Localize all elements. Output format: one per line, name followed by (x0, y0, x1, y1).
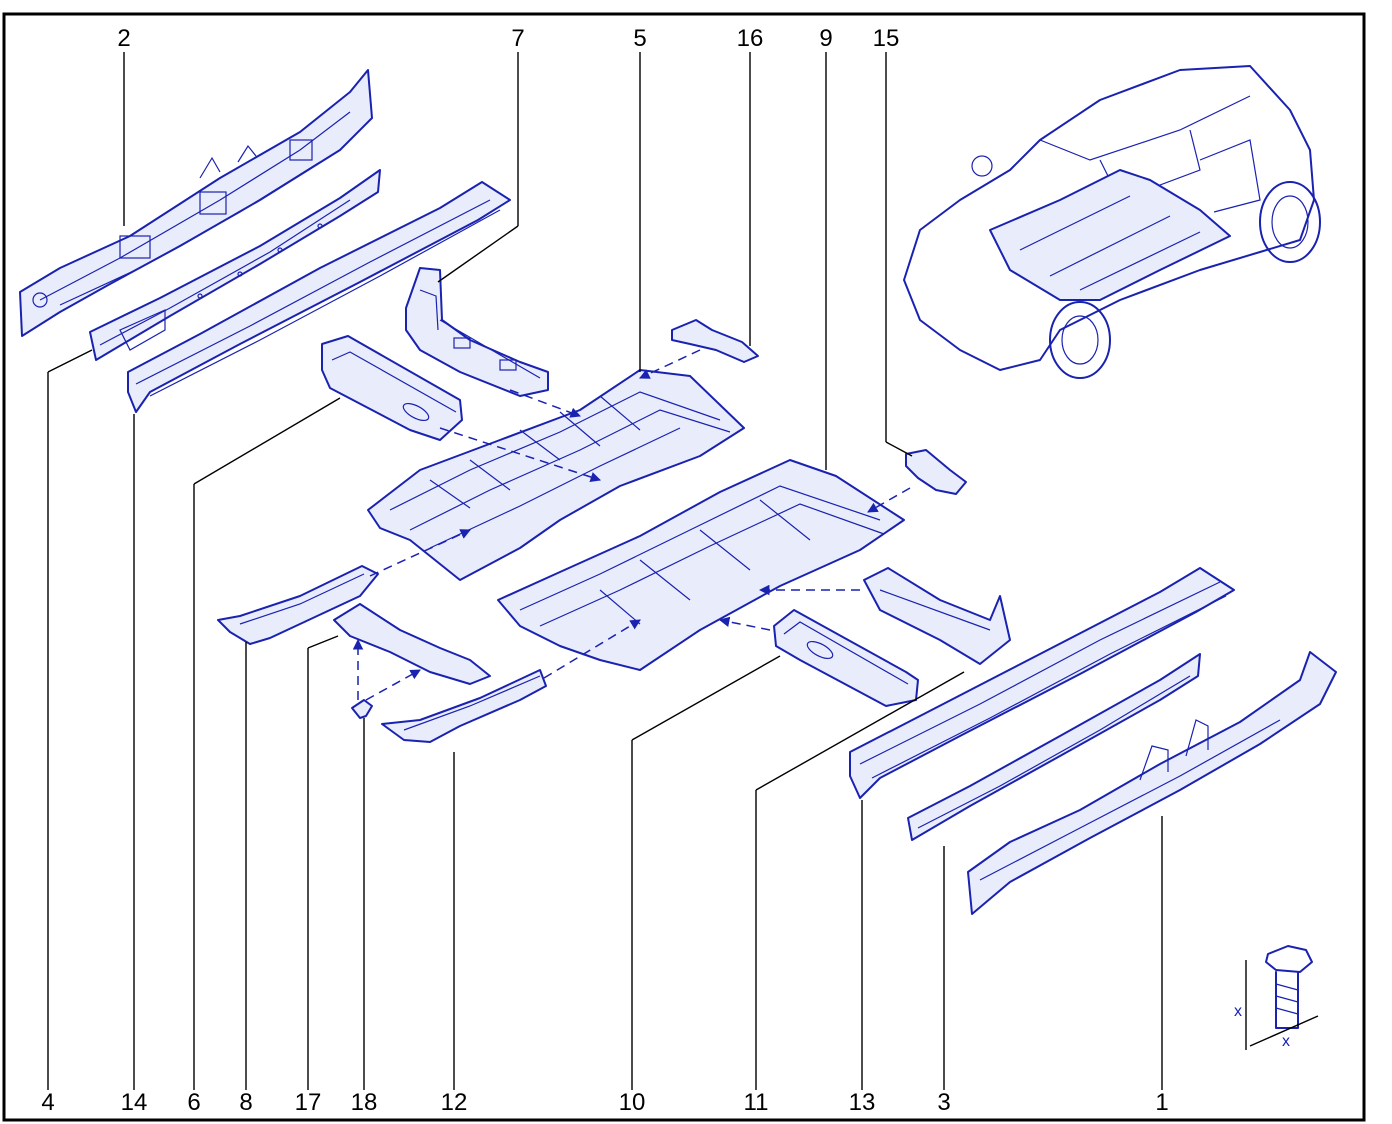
part-14-sill-outer-left (127, 181, 511, 413)
callout-17: 17 (295, 1089, 322, 1116)
callout-10: 10 (619, 1089, 646, 1116)
callout-12: 12 (441, 1089, 468, 1116)
dimension-label-horizontal: x (1282, 1033, 1290, 1050)
callout-15: 15 (873, 25, 900, 52)
callouts-bottom: 4 14 6 8 17 18 12 10 11 13 3 1 (41, 349, 1169, 1116)
part-16-bracket (671, 319, 759, 363)
part-17-tunnel-bracket (333, 603, 491, 685)
part-11-rear-side-member (863, 567, 1011, 665)
part-2-side-member-left (19, 69, 373, 337)
part-10-rear-cross-member (773, 609, 919, 707)
callout-2: 2 (117, 25, 130, 52)
callout-18: 18 (351, 1089, 378, 1116)
callout-3: 3 (937, 1089, 950, 1116)
callout-7: 7 (511, 25, 524, 52)
part-7-front-cross-member (405, 267, 549, 397)
part-9-rear-floor-panel (497, 459, 905, 671)
callout-1: 1 (1155, 1089, 1168, 1116)
car-location-illustration (903, 65, 1321, 379)
assembly-arrows (352, 349, 911, 701)
part-12-floor-sill-right (381, 669, 547, 743)
part-3-sill-reinforcement-right (907, 653, 1201, 841)
callout-9: 9 (819, 25, 832, 52)
part-15-bracket (905, 449, 967, 495)
part-8-floor-sill-left (217, 565, 379, 645)
dimension-label-vertical: x (1234, 1003, 1242, 1020)
part-5-front-floor-panel (367, 369, 745, 581)
callout-14: 14 (121, 1089, 148, 1116)
callout-5: 5 (633, 25, 646, 52)
part-1-side-member-right (967, 651, 1337, 915)
part-6-seat-cross-member (321, 335, 463, 441)
callout-11: 11 (744, 1089, 769, 1116)
part-13-sill-outer-right (849, 567, 1235, 799)
part-4-sill-reinforcement-left (89, 169, 381, 361)
callouts-top: 2 7 5 16 9 15 (117, 25, 913, 470)
diagram-frame (2, 12, 1366, 1122)
callout-13: 13 (849, 1089, 876, 1116)
callout-6: 6 (187, 1089, 200, 1116)
bolt-dimension-inset: x x (1234, 945, 1319, 1050)
callout-8: 8 (239, 1089, 252, 1116)
callout-4: 4 (41, 1089, 54, 1116)
part-18-screw (351, 699, 373, 719)
callout-16: 16 (737, 25, 764, 52)
